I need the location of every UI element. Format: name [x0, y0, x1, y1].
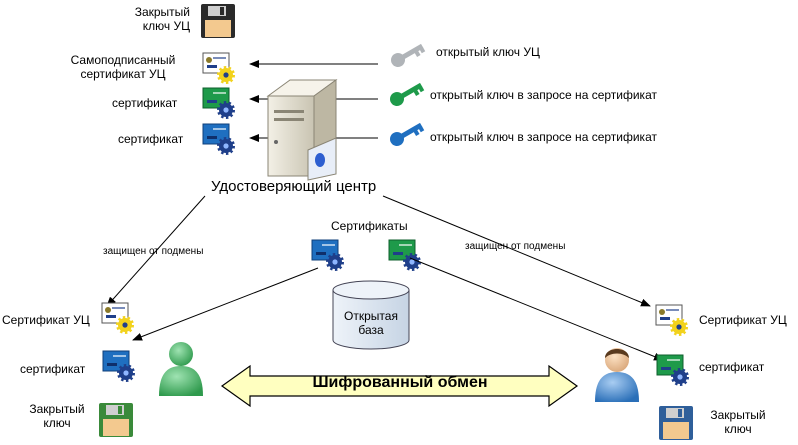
left-ca-cert-label: Сертификат УЦ	[2, 313, 90, 327]
db-green-cert-icon	[389, 240, 419, 269]
db-blue-cert-icon	[312, 240, 342, 269]
ca-name-label: Удостоверяющий центр	[211, 178, 377, 195]
ca-public-key-icon	[388, 39, 426, 70]
left-blue-cert-icon	[103, 351, 133, 380]
self-signed-cert-icon	[203, 53, 233, 82]
tamper-protected-label-right: защищен от подмены	[465, 241, 566, 252]
green-public-key-icon	[387, 78, 425, 109]
ca-private-key-label-line2: ключ УЦ	[142, 19, 190, 33]
right-private-key-label-line2: ключ	[724, 422, 752, 436]
left-private-key-label-line2: ключ	[43, 416, 71, 430]
right-cert-label: сертификат	[699, 360, 765, 374]
right-user-icon	[595, 348, 639, 402]
ca-private-key-label-line1: Закрытый	[134, 5, 190, 19]
right-green-cert-icon	[657, 355, 687, 384]
blue-cert-icon	[203, 124, 233, 153]
line-ca-left	[106, 195, 206, 307]
ca-public-key-label: открытый ключ УЦ	[436, 45, 540, 59]
cert-label-blue: сертификат	[118, 132, 184, 146]
right-ca-cert-label: Сертификат УЦ	[699, 313, 787, 327]
left-private-key-label-line1: Закрытый	[29, 402, 85, 416]
open-db-label-line2: база	[358, 323, 384, 337]
open-db-label: Открытая база	[333, 309, 409, 337]
line-blue-cert-to-left-user	[132, 267, 319, 341]
line-green-cert-to-right-user	[409, 257, 664, 361]
blue-request-key-label: открытый ключ в запросе на сертификат	[430, 130, 657, 144]
left-user-icon	[159, 342, 203, 396]
self-signed-cert-label-line2: сертификат УЦ	[80, 67, 166, 81]
server-icon	[266, 79, 338, 181]
green-cert-icon	[203, 88, 233, 117]
left-private-key-label: Закрытый ключ	[28, 402, 86, 430]
open-db-label-line1: Открытая	[344, 309, 398, 323]
ca-private-key-floppy-icon	[201, 4, 235, 38]
left-ca-cert-icon	[102, 303, 132, 332]
right-private-key-floppy-icon	[659, 406, 693, 440]
right-private-key-label: Закрытый ключ	[704, 408, 772, 436]
encrypted-exchange-arrow	[220, 364, 579, 408]
certificates-label: Сертификаты	[331, 219, 408, 233]
left-cert-label: сертификат	[20, 362, 86, 376]
ca-private-key-label: Закрытый ключ УЦ	[135, 5, 190, 33]
right-ca-cert-icon	[656, 305, 686, 334]
database-icon	[332, 280, 410, 350]
left-private-key-floppy-icon	[99, 403, 133, 437]
right-private-key-label-line1: Закрытый	[710, 408, 766, 422]
cert-label-green: сертификат	[112, 96, 178, 110]
green-request-key-label: открытый ключ в запросе на сертификат	[430, 88, 657, 102]
self-signed-cert-label-line1: Самоподписанный	[70, 53, 176, 67]
self-signed-cert-label: Самоподписанный сертификат УЦ	[58, 53, 188, 81]
tamper-protected-label-left: защищен от подмены	[103, 246, 204, 257]
encrypted-exchange-label: Шифрованный обмен	[312, 374, 488, 391]
blue-public-key-icon	[387, 118, 425, 149]
line-ca-right	[382, 195, 651, 307]
